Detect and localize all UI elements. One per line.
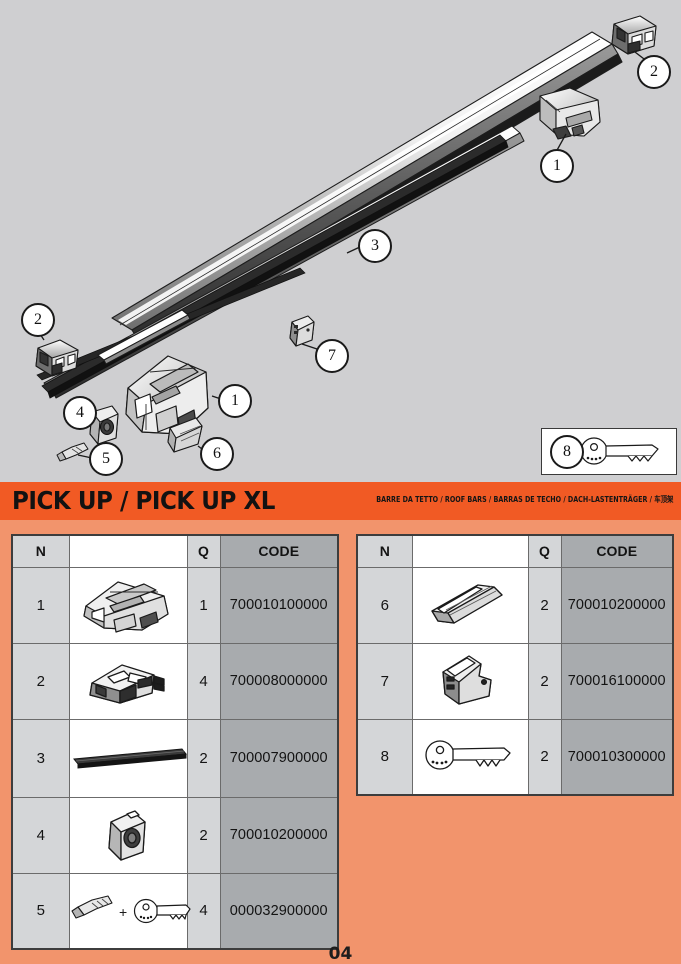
cell-n: 8 [356, 718, 413, 796]
cell-code: 700007900000 [219, 718, 339, 798]
header-image [68, 534, 188, 568]
cell-code: 700010200000 [219, 796, 339, 874]
header-q: Q [186, 534, 221, 568]
header-code: CODE [560, 534, 674, 568]
cell-part-image: + [68, 872, 191, 950]
page-number: 04 [328, 944, 353, 964]
part-bolt-and-key: + [70, 887, 191, 935]
cell-part-image [411, 718, 529, 796]
callout-4[interactable]: 4 [63, 396, 97, 430]
table-header-row: N Q CODE [356, 534, 674, 568]
white-filler-strip [97, 309, 191, 365]
part-plastic-cover-insert [413, 577, 528, 633]
callout-7[interactable]: 7 [315, 339, 349, 373]
part-roof-bar-foot [70, 572, 187, 638]
part-end-cap-clamp [70, 653, 187, 709]
cell-q: 2 [527, 566, 562, 644]
callout-5[interactable]: 5 [89, 442, 123, 476]
header-code: CODE [219, 534, 339, 568]
table-row[interactable]: 3 2 700007900000 [11, 718, 339, 798]
table-row[interactable]: 6 [356, 566, 674, 644]
cover-insert-part [167, 417, 203, 453]
cell-part-image [68, 566, 188, 644]
end-cap-upper-right [611, 15, 657, 55]
cell-part-image [68, 718, 188, 798]
table-row[interactable]: 7 [356, 642, 674, 720]
title-band [0, 482, 681, 520]
exploded-diagram: 1 2 3 1 2 4 5 6 7 8 [0, 0, 681, 482]
page-subtitle: BARRE DA TETTO / ROOF BARS / BARRAS DE T… [375, 495, 673, 504]
callout-8[interactable]: 8 [550, 435, 584, 469]
bracket-plate-part [289, 315, 315, 347]
svg-text:+: + [119, 904, 127, 920]
table-header-row: N Q CODE [11, 534, 339, 568]
bolt-part [56, 442, 89, 462]
table-row[interactable]: 5 + [11, 872, 339, 950]
cell-n: 4 [11, 796, 70, 874]
table-row[interactable]: 1 [11, 566, 339, 644]
cell-q: 2 [527, 642, 562, 720]
cell-q: 2 [186, 718, 221, 798]
cell-code: 700016100000 [560, 642, 674, 720]
cell-q: 4 [186, 642, 221, 720]
cell-q: 2 [186, 796, 221, 874]
lock-cover-part [89, 405, 119, 445]
callout-6[interactable]: 6 [200, 437, 234, 471]
table-row[interactable]: 2 [11, 642, 339, 720]
cell-code: 700010300000 [560, 718, 674, 796]
foot-upper-right [539, 87, 601, 140]
parts-table-right: N Q CODE 6 [356, 534, 674, 796]
cell-part-image [411, 566, 529, 644]
cell-q: 2 [527, 718, 562, 796]
page-title: PICK UP / PICK UP XL [12, 486, 275, 515]
cell-code: 700010200000 [560, 566, 674, 644]
cell-code: 700010100000 [219, 566, 339, 644]
cell-part-image [68, 642, 188, 720]
cell-n: 6 [356, 566, 413, 644]
callout-2[interactable]: 2 [637, 55, 671, 89]
cell-n: 5 [11, 872, 70, 950]
parts-table-left: N Q CODE 1 [11, 534, 339, 950]
cell-n: 3 [11, 718, 70, 798]
header-n: N [11, 534, 70, 568]
cell-code: 000032900000 [219, 872, 339, 950]
end-cap-lower-left [35, 339, 79, 377]
callout-3[interactable]: 3 [358, 229, 392, 263]
roof-bar-illustration [35, 15, 657, 462]
cell-part-image [68, 796, 188, 874]
main-roof-bar [111, 31, 623, 349]
cell-part-image [411, 642, 529, 720]
cell-q: 4 [186, 872, 221, 950]
callout-1[interactable]: 1 [540, 149, 574, 183]
cell-code: 700008000000 [219, 642, 339, 720]
cell-n: 2 [11, 642, 70, 720]
part-rubber-strip [70, 745, 187, 771]
header-n: N [356, 534, 413, 568]
table-row[interactable]: 4 [11, 796, 339, 874]
part-key [413, 733, 528, 781]
callout-2b[interactable]: 2 [21, 303, 55, 337]
cell-n: 7 [356, 642, 413, 720]
header-q: Q [527, 534, 562, 568]
table-row[interactable]: 8 [356, 718, 674, 796]
part-bracket-plate [413, 650, 528, 712]
cell-n: 1 [11, 566, 70, 644]
cell-q: 1 [186, 566, 221, 644]
header-image [411, 534, 529, 568]
callout-1b[interactable]: 1 [218, 384, 252, 418]
foot-lower-center [125, 355, 209, 435]
part-lock-barrel-cover [70, 804, 187, 866]
key-part [580, 437, 659, 465]
